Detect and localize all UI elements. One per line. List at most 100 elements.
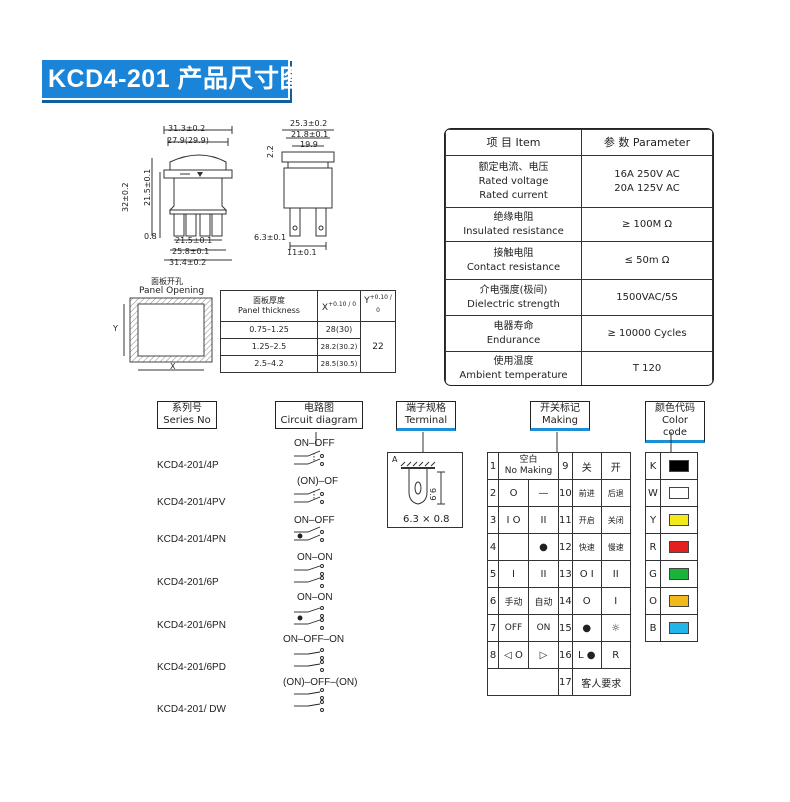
making-num: 16 (558, 641, 573, 669)
color-swatch (669, 487, 689, 499)
making-sym: ON (528, 614, 559, 642)
color-code: Y (645, 506, 661, 534)
making-num: 4 (487, 533, 499, 561)
circuit-diagram-6pd (294, 648, 324, 672)
param-value: ≥ 100M Ω (581, 207, 713, 242)
thickness-row-1: 1.25–2.5 (220, 338, 318, 356)
param-en: Rated voltage Rated current (478, 175, 549, 201)
making-sym (498, 533, 529, 561)
color-code: W (645, 479, 661, 507)
front-view-drawing (151, 126, 233, 261)
color-swatch (669, 514, 689, 526)
panel-y-label: Y (113, 324, 118, 333)
circuit-diagram-6pn (294, 606, 324, 630)
making-sym: I O (498, 506, 529, 534)
color-header-cn: 颜色代码 (655, 403, 695, 414)
color-code: R (645, 533, 661, 561)
making-num: 12 (558, 533, 573, 561)
making-sym: 空白 (519, 455, 538, 465)
making-num: 11 (558, 506, 573, 534)
circuit-label-6pn: ON–ON (297, 592, 333, 603)
param-cn: 额定电流、电压 (478, 161, 549, 173)
terminal-size: 6.3 × 0.8 (403, 514, 450, 525)
making-sym: II (528, 506, 559, 534)
param-cn: 电器寿命 (493, 320, 534, 332)
making-sym: 自动 (528, 587, 559, 615)
making-sym: No Making (504, 466, 553, 476)
circuit-label-4p: ON–OFF (294, 438, 335, 449)
making-header-en: Making (541, 415, 578, 426)
making-sym: I (498, 560, 529, 588)
color-swatch (669, 595, 689, 607)
terminal-box (387, 452, 463, 528)
making-sym: — (528, 479, 559, 507)
y-tolerance: +0.10 / 0 (369, 294, 392, 314)
circuit-diagram-4pv (294, 488, 324, 504)
dim-side-width-top: 25.3±0.2 (290, 119, 328, 128)
making-sym: 关闭 (600, 506, 631, 534)
circuit-header-cn: 电路图 (304, 403, 334, 414)
panel-opening-label-en: Panel Opening (139, 286, 205, 296)
terminal-header-en: Terminal (404, 415, 448, 426)
terminal-drawing (400, 461, 445, 505)
dim-front-bottom3: 31.4±0.2 (169, 258, 207, 267)
color-swatch (669, 622, 689, 634)
x-row-0: 28(30) (317, 321, 361, 339)
making-num: 9 (558, 452, 573, 480)
color-code: B (645, 614, 661, 642)
making-sym: 慢速 (600, 533, 631, 561)
making-sym: 快速 (571, 533, 602, 561)
making-sym: ▷ (528, 641, 559, 669)
making-header-cn: 开关标记 (540, 403, 580, 414)
terminal-header-cn: 端子规格 (406, 403, 446, 414)
making-sym: II (528, 560, 559, 588)
making-sym: OFF (498, 614, 529, 642)
making-num: 7 (487, 614, 499, 642)
series-name-6pn: KCD4-201/6PN (157, 620, 226, 631)
color-header: 颜色代码 Color code (645, 401, 705, 443)
circuit-diagram-6p (294, 564, 324, 588)
dim-front-width-top2: 27.9(29.9) (167, 136, 209, 145)
dim-front-width-top: 31.3±0.2 (168, 124, 206, 133)
circuit-diagram-4p (294, 450, 324, 466)
x-row-1: 28.2(30.2) (317, 338, 361, 356)
series-name-6pd: KCD4-201/6PD (157, 662, 226, 673)
series-name-6p: KCD4-201/6P (157, 577, 219, 588)
dim-side-t1: 6.3±0.1 (254, 233, 287, 242)
making-sym: II (600, 560, 631, 588)
dim-front-height: 32±0.2 (121, 182, 130, 212)
color-header-en: Color code (661, 415, 689, 438)
param-en: Contact resistance (466, 261, 561, 273)
x-row-2: 28.5(30.5) (317, 355, 361, 373)
param-en: Dielectric strength (467, 298, 560, 310)
making-sym: 开启 (571, 506, 602, 534)
color-code-table: K W Y R G O B (645, 452, 698, 642)
color-code: O (645, 587, 661, 615)
color-code: K (645, 452, 661, 480)
making-sym: O (498, 479, 529, 507)
param-en: Insulated resistance (463, 225, 564, 237)
y-header: Y (364, 296, 370, 306)
panel-opening-drawing (123, 297, 213, 371)
series-name-4pv: KCD4-201/4PV (157, 497, 226, 508)
making-sym: 客人要求 (571, 668, 631, 696)
making-num: 3 (487, 506, 499, 534)
circuit-label-6p: ON–ON (297, 552, 333, 563)
series-name-dw: KCD4-201/ DW (157, 704, 226, 715)
making-sym: ● (571, 614, 602, 642)
circuit-label-dw: (ON)–OFF–(ON) (283, 677, 358, 688)
param-header-item: 项 目 Item (445, 129, 582, 156)
dim-side-t2: 11±0.1 (287, 248, 317, 257)
param-en: Endurance (486, 334, 541, 346)
circuit-diagram-4pn (294, 526, 324, 542)
panel-thickness-header-cn: 面板厚度 (253, 296, 285, 305)
dim-side-small: 2.2 (266, 145, 275, 158)
dim-front-small: 0.8 (144, 232, 157, 241)
making-num: 2 (487, 479, 499, 507)
making-num: 15 (558, 614, 573, 642)
thickness-row-2: 2.5–4.2 (220, 355, 318, 373)
terminal-height: 9.9 (428, 488, 437, 501)
param-en: Ambient temperature (459, 369, 568, 381)
